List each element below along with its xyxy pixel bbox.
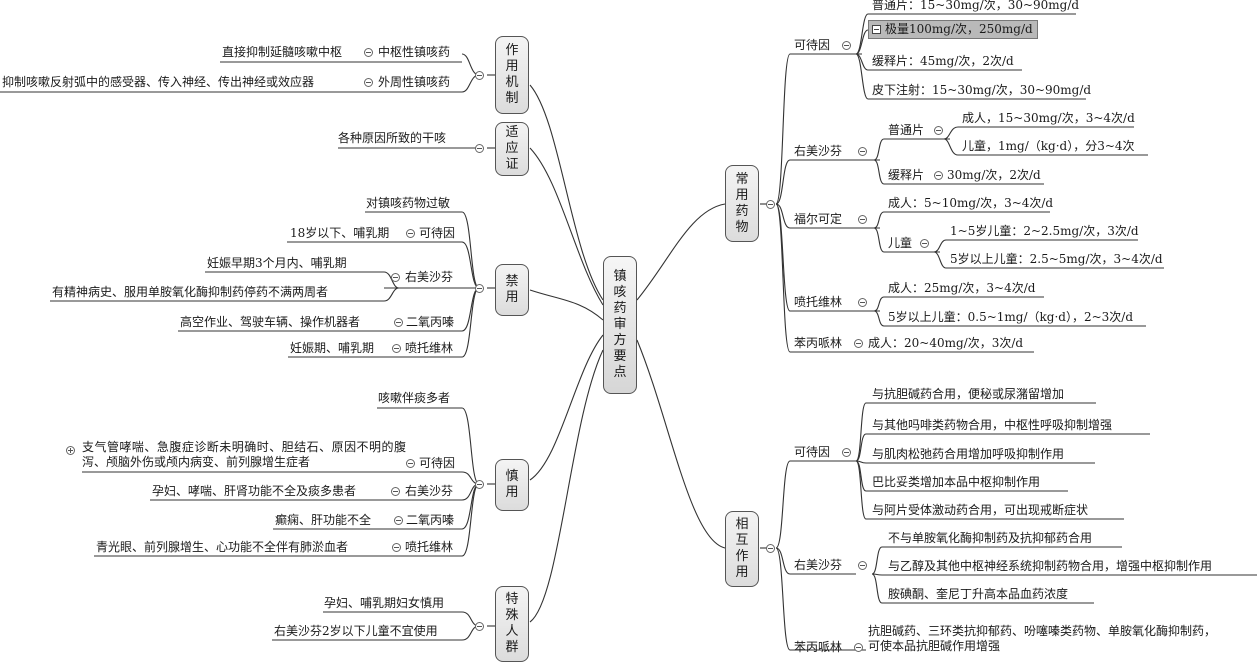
- pholcodine-child-label: 儿童: [888, 236, 913, 250]
- contra-pentoxyverine-drug: 喷托维林: [405, 341, 454, 355]
- collapse-icon[interactable]: [475, 284, 484, 293]
- collapse-icon[interactable]: [858, 561, 867, 570]
- collapse-icon[interactable]: [406, 229, 415, 238]
- caution-pentoxyverine-text: 青光眼、前列腺增生、心功能不全伴有肺淤血者: [96, 540, 349, 554]
- contra-oxomemazine-text: 高空作业、驾驶车辆、操作机器者: [180, 315, 361, 329]
- collapse-icon[interactable]: [854, 643, 863, 652]
- dextro-sr-dose: 30mg/次，2次/d: [947, 168, 1041, 182]
- collapse-icon[interactable]: [475, 144, 484, 153]
- codeine-dose-sc: 皮下注射：15~30mg/次，30~90mg/d: [872, 83, 1092, 97]
- collapse-icon[interactable]: [394, 318, 403, 327]
- category-common-drugs[interactable]: 常用药物: [725, 165, 759, 242]
- collapse-icon[interactable]: [842, 41, 851, 50]
- pentoxyverine-adult: 成人：25mg/次，3~4次/d: [888, 281, 1036, 295]
- mechanism-central-text: 直接抑制延髓咳嗽中枢: [222, 45, 343, 59]
- collapse-icon[interactable]: [392, 344, 401, 353]
- dextro-child: 儿童，1mg/（kg·d），分3~4次: [962, 139, 1135, 153]
- collapse-icon[interactable]: [854, 339, 863, 348]
- central-topic[interactable]: 镇咳药审方要点: [603, 256, 637, 394]
- dextro-normal-label: 普通片: [888, 123, 925, 137]
- collapse-icon[interactable]: [934, 126, 943, 135]
- int-dextro-2: 与乙醇及其他中枢神经系统抑制药物合用，增强中枢抑制作用: [888, 559, 1213, 573]
- collapse-icon[interactable]: [364, 78, 373, 87]
- caution-oxomemazine-text: 癫痫、肝功能不全: [275, 513, 372, 527]
- common-codeine: 可待因: [794, 38, 831, 52]
- int-codeine-5: 与阿片受体激动药合用，可出现戒断症状: [872, 503, 1089, 517]
- collapse-icon[interactable]: [858, 147, 867, 156]
- expand-icon[interactable]: [66, 446, 75, 455]
- collapse-icon[interactable]: [842, 448, 851, 457]
- contra-dextro-item-2: 有精神病史、服用单胺氧化酶抑制药停药不满两周者: [52, 285, 329, 299]
- collapse-icon[interactable]: [392, 543, 401, 552]
- contra-codeine-text: 18岁以下、哺乳期: [290, 226, 390, 240]
- collapse-icon[interactable]: [364, 48, 373, 57]
- collapse-icon[interactable]: [934, 171, 943, 180]
- codeine-dose-sr: 缓释片：45mg/次，2次/d: [872, 54, 1014, 68]
- collapse-icon[interactable]: [766, 200, 775, 209]
- dextro-sr-label: 缓释片: [888, 168, 925, 182]
- contra-general: 对镇咳药物过敏: [366, 196, 451, 210]
- codeine-dose-1: 普通片：15~30mg/次，30~90mg/d: [872, 0, 1080, 12]
- common-benproperine: 苯丙哌林: [794, 336, 843, 350]
- int-codeine-2: 与其他吗啡类药物合用，中枢性呼吸抑制增强: [872, 418, 1113, 432]
- pholcodine-child-2: 5岁以上儿童：2.5~5mg/次，3~4次/d: [950, 252, 1163, 266]
- codeine-dose-max: 极量100mg/次，250mg/d: [868, 20, 1038, 39]
- interaction-dextro: 右美沙芬: [794, 558, 843, 572]
- caution-pentoxyverine-drug: 喷托维林: [405, 540, 454, 554]
- caution-general: 咳嗽伴痰多者: [378, 391, 451, 405]
- collapse-icon[interactable]: [858, 215, 867, 224]
- common-pentoxyverine: 喷托维林: [794, 295, 843, 309]
- int-benproperine-1: 抗胆碱药、三环类抗抑郁药、吩噻嗪类药物、单胺氧化酶抑制药，: [868, 624, 1217, 638]
- collapse-icon[interactable]: [475, 622, 484, 631]
- collapse-icon[interactable]: [920, 239, 929, 248]
- int-codeine-4: 巴比妥类增加本品中枢抑制作用: [872, 475, 1041, 489]
- pholcodine-child-1: 1~5岁儿童：2~2.5mg/次，3次/d: [950, 224, 1139, 238]
- common-dextro: 右美沙芬: [794, 144, 843, 158]
- common-pholcodine: 福尔可定: [794, 212, 843, 226]
- caution-oxomemazine-drug: 二氧丙嗪: [406, 513, 455, 527]
- collapse-icon[interactable]: [766, 544, 775, 553]
- contra-codeine-drug: 可待因: [419, 226, 456, 240]
- indication-text: 各种原因所致的干咳: [338, 131, 447, 145]
- contra-oxomemazine-drug: 二氧丙嗪: [406, 315, 455, 329]
- caution-codeine-drug: 可待因: [419, 456, 456, 470]
- mechanism-peripheral-type: 外周性镇咳药: [378, 75, 451, 89]
- contra-dextro-item-1: 妊娠早期3个月内、哺乳期: [207, 256, 347, 270]
- collapse-icon[interactable]: [475, 480, 484, 489]
- category-contraindication[interactable]: 禁用: [495, 264, 529, 316]
- special-item-2: 右美沙芬2岁以下儿童不宜使用: [274, 624, 438, 638]
- collapse-icon[interactable]: [475, 71, 484, 80]
- collapse-icon[interactable]: [391, 273, 400, 282]
- collapse-icon[interactable]: [858, 298, 867, 307]
- category-mechanism[interactable]: 作用机制: [495, 36, 529, 114]
- category-interaction[interactable]: 相互作用: [725, 511, 759, 587]
- interaction-benproperine: 苯丙哌林: [794, 640, 843, 654]
- pentoxyverine-child: 5岁以上儿童：0.5~1mg/（kg·d），2~3次/d: [888, 310, 1134, 324]
- mechanism-central-type: 中枢性镇咳药: [378, 45, 451, 59]
- collapse-icon[interactable]: [872, 25, 881, 34]
- collapse-icon[interactable]: [406, 459, 415, 468]
- collapse-icon[interactable]: [391, 487, 400, 496]
- int-dextro-3: 胺碘酮、奎尼丁升高本品血药浓度: [888, 587, 1069, 601]
- collapse-icon[interactable]: [394, 516, 403, 525]
- benproperine-dose: 成人：20~40mg/次，3次/d: [868, 336, 1024, 350]
- contra-pentoxyverine-text: 妊娠期、哺乳期: [290, 341, 375, 355]
- int-codeine-1: 与抗胆碱药合用，便秘或尿潴留增加: [872, 387, 1065, 401]
- int-dextro-1: 不与单胺氧化酶抑制药及抗抑郁药合用: [888, 531, 1093, 545]
- caution-dextro-text: 孕妇、哮喘、肝肾功能不全及痰多患者: [152, 484, 357, 498]
- contra-dextro-drug: 右美沙芬: [405, 270, 454, 284]
- caution-dextro-drug: 右美沙芬: [405, 484, 454, 498]
- int-codeine-3: 与肌肉松弛药合用增加呼吸抑制作用: [872, 447, 1065, 461]
- category-special-population[interactable]: 特殊人群: [495, 586, 529, 662]
- category-caution[interactable]: 慎用: [495, 459, 529, 511]
- mechanism-peripheral-text: 抑制咳嗽反射弧中的感受器、传入神经、传出神经或效应器: [2, 75, 315, 89]
- category-indication[interactable]: 适应证: [495, 122, 529, 176]
- central-topic-label: 镇咳药审方要点: [613, 269, 627, 380]
- interaction-codeine: 可待因: [794, 445, 831, 459]
- special-item-1: 孕妇、哺乳期妇女慎用: [324, 596, 445, 610]
- pholcodine-adult: 成人：5~10mg/次，3~4次/d: [888, 196, 1054, 210]
- caution-codeine-text: 支气管哮喘、急腹症诊断未明确时、胆结石、原因不明的腹泻、颅脑外伤或颅内病变、前列…: [82, 440, 406, 469]
- int-benproperine-2: 可使本品抗胆碱作用增强: [868, 639, 1001, 653]
- dextro-adult: 成人，15~30mg/次，3~4次/d: [962, 111, 1135, 125]
